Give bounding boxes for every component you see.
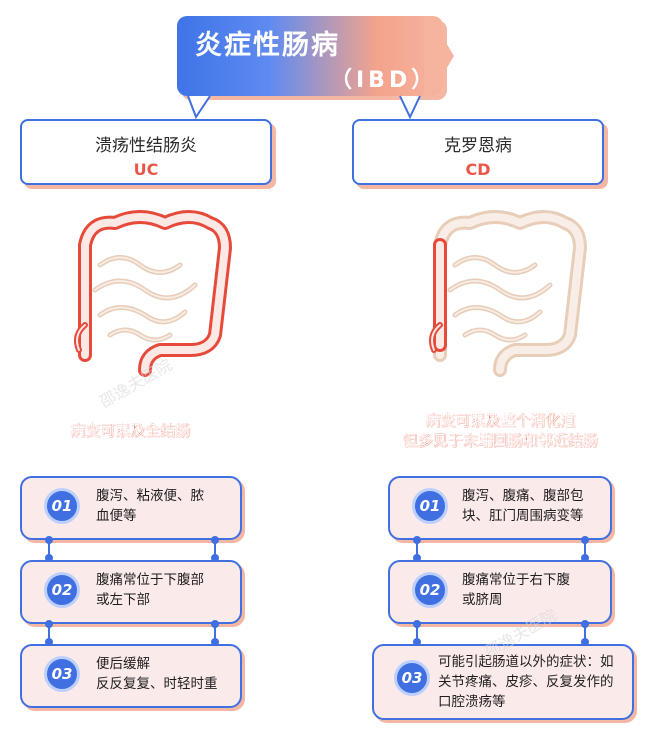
uc-card-3-text: 便后缓解 反反复复、时轻时重 [96, 654, 236, 694]
uc-type-box: 溃疡性结肠炎 UC [20, 119, 272, 185]
cd-card-2-text: 腹痛常位于右下腹 或脐周 [462, 570, 607, 610]
cd-card-3-line-3: 口腔溃疡等 [438, 694, 506, 710]
cd-card-1-line-1: 腹泻、腹痛、腹部包 [462, 488, 584, 504]
cd-card-1-text: 腹泻、腹痛、腹部包 块、肛门周围病变等 [462, 486, 607, 526]
cd-card-3-badge: 03 [394, 660, 430, 696]
uc-card-2-line-1: 腹痛常位于下腹部 [96, 572, 204, 588]
cd-card-3 [372, 644, 634, 720]
cd-colon-illustration [429, 210, 587, 377]
cd-card-2-line-2: 或脐周 [462, 592, 503, 608]
uc-card-2-line-2: 或左下部 [96, 592, 150, 608]
uc-card-2-text: 腹痛常位于下腹部 或左下部 [96, 570, 236, 610]
uc-description: 病变可累及全结肠 [30, 420, 230, 440]
cd-abbr: CD [465, 160, 491, 179]
uc-card-3-line-1: 便后缓解 [96, 656, 150, 672]
cd-description-line-1: 病变可累及整个消化道 [424, 411, 575, 429]
cd-connector-2 [413, 620, 421, 646]
cd-description-line-2: 但多见于末端回肠和邻近结肠 [402, 431, 598, 449]
uc-abbr: UC [133, 160, 159, 179]
uc-card-1-text: 腹泻、粘液便、脓 血便等 [96, 486, 236, 526]
uc-description-line: 病变可累及全结肠 [69, 421, 190, 439]
cd-card-2-line-1: 腹痛常位于右下腹 [462, 572, 570, 588]
cd-description: 病变可累及整个消化道 但多见于末端回肠和邻近结肠 [370, 410, 630, 450]
title-banner [177, 16, 443, 96]
page-title: 炎症性肠病 [195, 30, 340, 61]
cd-card-3-line-2: 关节疼痛、皮疹、反复发作的 [438, 674, 614, 690]
page-subtitle: （IBD） [330, 68, 438, 93]
cd-connector-1 [413, 536, 421, 562]
cd-name: 克罗恩病 [444, 136, 512, 156]
uc-connector-1b [211, 536, 219, 562]
cd-card-3-text: 可能引起肠道以外的症状：如 关节疼痛、皮疹、反复发作的 口腔溃疡等 [438, 652, 628, 712]
uc-name: 溃疡性结肠炎 [95, 136, 197, 156]
uc-colon-illustration [74, 210, 232, 377]
cd-type-box: 克罗恩病 CD [352, 119, 604, 185]
uc-card-3-badge: 03 [44, 656, 80, 692]
uc-card-1-line-1: 腹泻、粘液便、脓 [96, 488, 204, 504]
uc-card-3-line-2: 反反复复、时轻时重 [96, 676, 218, 692]
cd-card-2-badge: 02 [412, 572, 448, 608]
cd-card-3-line-1: 可能引起肠道以外的症状：如 [438, 654, 614, 670]
uc-connector-2 [45, 620, 53, 646]
uc-card-1-badge: 01 [44, 488, 80, 524]
cd-connector-2b [581, 620, 589, 646]
cd-card-1-badge: 01 [412, 488, 448, 524]
uc-card-1-line-2: 血便等 [96, 508, 137, 524]
cd-card-1-line-2: 块、肛门周围病变等 [462, 508, 584, 524]
uc-connector-1 [45, 536, 53, 562]
uc-connector-2b [211, 620, 219, 646]
cd-connector-1b [581, 536, 589, 562]
title-connector [187, 95, 421, 120]
uc-card-2-badge: 02 [44, 572, 80, 608]
